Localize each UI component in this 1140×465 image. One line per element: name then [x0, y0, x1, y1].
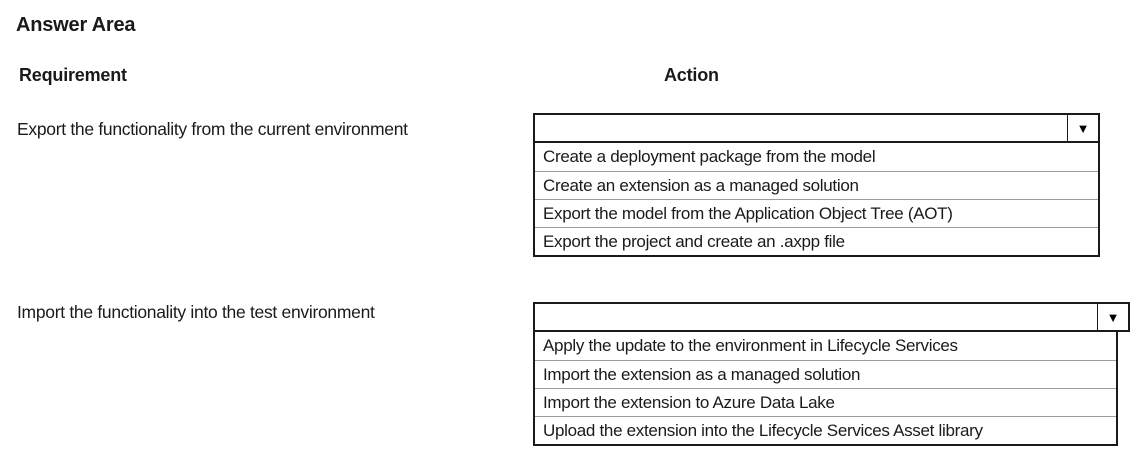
chevron-down-icon: ▼ [1076, 120, 1090, 136]
dropdown-option[interactable]: Import the extension to Azure Data Lake [535, 388, 1116, 416]
dropdown-option-list-import: Apply the update to the environment in L… [533, 332, 1118, 446]
dropdown-option[interactable]: Export the project and create an .axpp f… [535, 227, 1098, 255]
dropdown-option-list-export: Create a deployment package from the mod… [533, 143, 1100, 257]
dropdown-option[interactable]: Create an extension as a managed solutio… [535, 171, 1098, 199]
page-title: Answer Area [16, 14, 136, 36]
dropdown-option[interactable]: Create a deployment package from the mod… [543, 147, 876, 166]
dropdown-selected-value [535, 115, 1067, 141]
dropdown-selected-value [535, 304, 1097, 330]
dropdown-arrow-button[interactable]: ▼ [1097, 304, 1128, 330]
dropdown-arrow-button[interactable]: ▼ [1067, 115, 1098, 141]
dropdown-group-import: ▼ Apply the update to the environment in… [533, 302, 1130, 446]
requirement-label-import: Import the functionality into the test e… [17, 302, 375, 322]
requirement-label-export: Export the functionality from the curren… [17, 119, 408, 139]
dropdown-select-import[interactable]: ▼ [533, 302, 1130, 332]
dropdown-option[interactable]: Import the extension as a managed soluti… [535, 360, 1116, 388]
dropdown-option[interactable]: Upload the extension into the Lifecycle … [535, 416, 1116, 444]
dropdown-option[interactable]: Apply the update to the environment in L… [543, 336, 958, 355]
dropdown-select-export[interactable]: ▼ [533, 113, 1100, 143]
column-header-action: Action [664, 65, 719, 85]
column-header-requirement: Requirement [19, 65, 127, 85]
chevron-down-icon: ▼ [1106, 309, 1120, 325]
dropdown-group-export: ▼ Create a deployment package from the m… [533, 113, 1100, 257]
dropdown-option[interactable]: Export the model from the Application Ob… [535, 199, 1098, 227]
